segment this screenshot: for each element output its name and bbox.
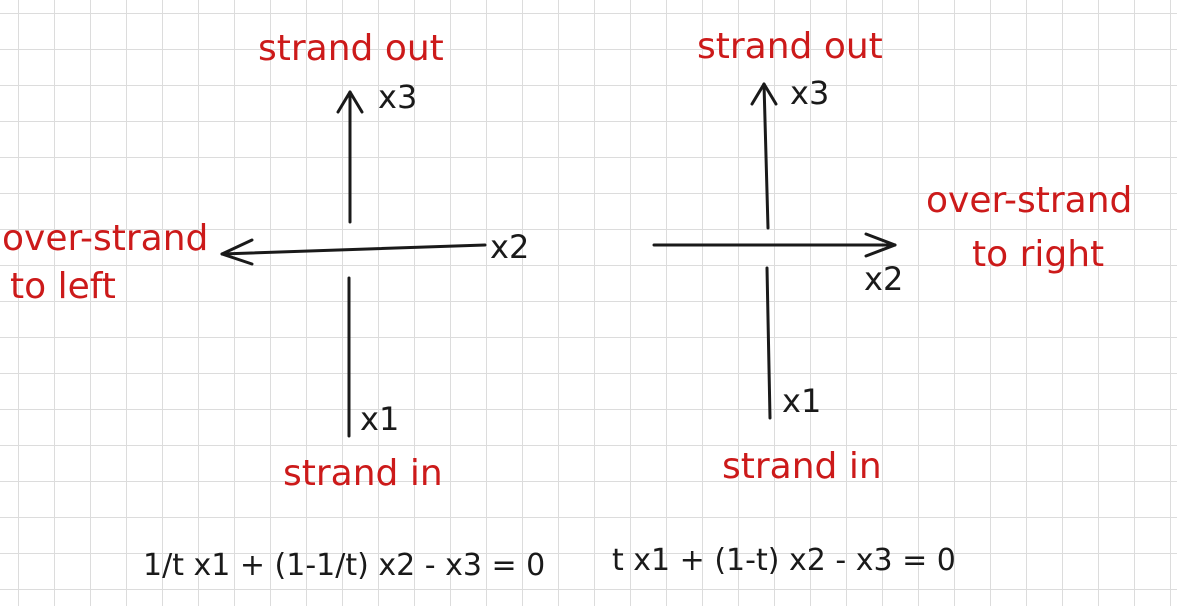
right-over-strand-arrowhead [864, 232, 897, 258]
right-strand-in-label: strand in [722, 446, 882, 487]
right-x1-label: x1 [782, 382, 821, 420]
right-x1-strand [765, 266, 772, 420]
right-x3-strand [762, 82, 770, 230]
right-strand-out-label: strand out [697, 26, 883, 67]
left-over-strand-label: over-strand [2, 218, 208, 259]
right-x3-arrowhead [750, 82, 778, 106]
right-equation: t x1 + (1-t) x2 - x3 = 0 [612, 543, 956, 578]
left-equation: 1/t x1 + (1-1/t) x2 - x3 = 0 [143, 548, 545, 583]
right-x3-label: x3 [790, 74, 829, 112]
right-to-right-label: to right [972, 234, 1104, 275]
left-x3-arrowhead [336, 90, 364, 114]
left-over-strand [220, 243, 487, 256]
left-x1-label: x1 [360, 400, 399, 438]
right-crossing: strand out x3 x2 x1 over-strand to right… [612, 26, 1132, 578]
right-over-strand-label: over-strand [926, 180, 1132, 221]
left-over-strand-arrowhead [220, 238, 254, 266]
right-x2-label: x2 [864, 260, 903, 298]
left-x3-label: x3 [378, 78, 417, 116]
left-to-left-label: to left [10, 266, 116, 307]
left-x2-label: x2 [490, 228, 529, 266]
left-crossing: strand out x3 x2 x1 over-strand to left … [2, 28, 545, 583]
left-strand-out-label: strand out [258, 28, 444, 69]
left-strand-in-label: strand in [283, 453, 443, 494]
